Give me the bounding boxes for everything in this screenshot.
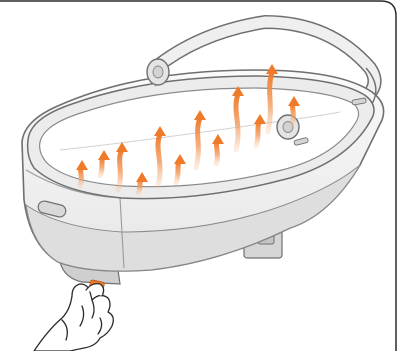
warming-arrow-shaft	[118, 150, 122, 190]
warming-arrow-shaft	[256, 122, 260, 146]
warming-arrow-shaft	[216, 142, 218, 164]
warming-arrow-shaft	[268, 72, 272, 132]
warming-arrow-shaft	[236, 94, 238, 150]
warming-arrow-shaft	[292, 104, 294, 124]
warming-arrow-head	[266, 64, 278, 74]
warming-arrow-shaft	[196, 118, 200, 168]
warming-arrow-shaft	[100, 158, 104, 176]
warming-arrow-shaft	[176, 162, 180, 183]
warming-arrow-shaft	[158, 134, 160, 186]
warming-arrow-shaft	[80, 168, 82, 186]
hand-icon	[34, 284, 113, 351]
